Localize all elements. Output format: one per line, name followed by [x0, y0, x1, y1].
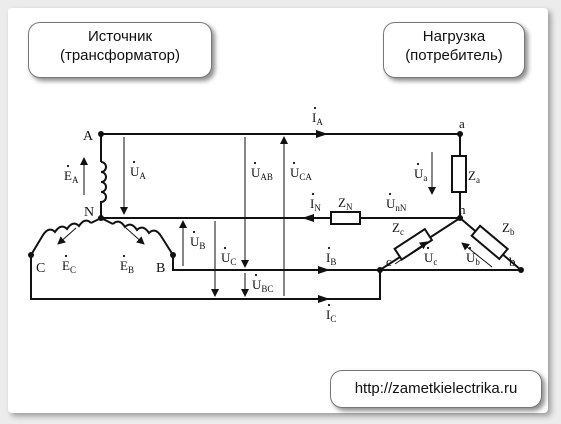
impedance-zc: [393, 227, 434, 262]
label-ec: EC: [62, 258, 76, 275]
node-b-label: B: [156, 261, 165, 276]
label-ia: IA: [312, 110, 323, 127]
label-eb: EB: [120, 258, 134, 275]
wires: [30, 133, 521, 300]
label-ua: UA: [130, 164, 146, 181]
label-uc-load: Uc: [424, 250, 437, 267]
label-uab: UAB: [251, 165, 273, 182]
label-uc: UC: [221, 250, 236, 267]
junctions: [28, 131, 524, 273]
load-label-box: Нагрузка (потребитель): [383, 22, 525, 78]
arrow-ib: [318, 266, 330, 274]
arrow-ia: [316, 130, 328, 138]
label-uca: UCA: [290, 165, 312, 182]
wire-phase-b: [172, 255, 521, 271]
node-a-load-label: a: [459, 116, 465, 131]
winding-b: [112, 220, 174, 256]
source-subtitle: (трансформатор): [59, 47, 181, 64]
winding-c: [30, 219, 92, 256]
label-ib: IB: [326, 250, 336, 267]
label-ub: UB: [190, 234, 205, 251]
label-zc: Zc: [392, 220, 404, 237]
node-a-label: A: [83, 129, 94, 144]
node-c-load-label: c: [386, 254, 392, 269]
impedance-za: [451, 155, 467, 193]
arrow-eb: [125, 227, 145, 245]
phasor-dots: [64, 106, 472, 307]
impedance-zb: [470, 224, 510, 261]
arrow-in: [302, 214, 314, 222]
label-zn: ZN: [338, 195, 353, 212]
wire-neutral-right: [360, 193, 461, 219]
voltage-arrows: [57, 136, 493, 297]
label-ic: IC: [326, 307, 336, 324]
impedance-zn: [330, 211, 361, 225]
label-unn: UnN: [386, 196, 407, 213]
label-zb: Zb: [502, 220, 515, 237]
label-in: IN: [310, 196, 321, 213]
arrow-ec: [57, 227, 77, 245]
current-arrows: [302, 130, 330, 303]
label-za: Za: [468, 168, 480, 185]
node-b-load-label: b: [509, 254, 516, 269]
website-url[interactable]: http://zametkielectrika.ru: [354, 380, 518, 397]
arrow-uc-load: [394, 241, 428, 265]
source-title: Источник: [87, 28, 153, 45]
label-ubc: UBC: [252, 277, 273, 294]
arrow-ub-load: [461, 242, 493, 268]
load-title: Нагрузка: [422, 28, 486, 45]
node-n-load-label: n: [459, 202, 466, 217]
node-c-label: C: [36, 261, 45, 276]
node-n-label: N: [84, 205, 94, 220]
arrow-ic: [318, 295, 330, 303]
label-ea: EA: [64, 168, 79, 185]
label-ub-load: Ub: [466, 250, 480, 267]
wire-phase-c: [30, 255, 381, 300]
website-url-box[interactable]: http://zametkielectrika.ru: [330, 370, 542, 408]
source-label-box: Источник (трансформатор): [28, 22, 212, 78]
load-subtitle: (потребитель): [405, 47, 503, 64]
wire-neutral-left: [100, 208, 331, 219]
impedances: [330, 155, 510, 262]
winding-a: [100, 161, 107, 208]
label-ua-load: Ua: [414, 166, 427, 183]
wire-phase-a: [101, 133, 461, 155]
